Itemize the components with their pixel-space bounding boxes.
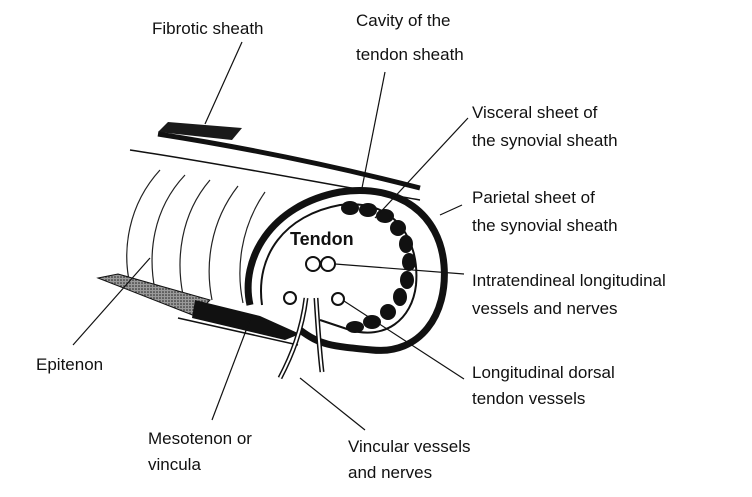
- tendon-label: Tendon: [290, 229, 354, 249]
- leader-lines: [72, 41, 469, 431]
- intratendineal-vessel-2: [320, 256, 336, 272]
- intratendineal-label-line1: Intratendineal longitudinal: [472, 271, 666, 290]
- vincula-strand-right-inner: [315, 297, 323, 373]
- epitenon-band: [96, 273, 211, 317]
- cavity-label-line2: tendon sheath: [356, 45, 464, 64]
- tendon-arcs: [126, 169, 266, 304]
- parietal-sheet: [244, 187, 448, 354]
- parietal-label-line1: Parietal sheet of: [472, 188, 595, 207]
- visceral-label-line1: Visceral sheet of: [472, 103, 598, 122]
- longitudinal-label-line2: tendon vessels: [472, 389, 586, 408]
- mesotenon-label-line2: vincula: [148, 455, 201, 474]
- visceral-sheet-beads: [341, 201, 416, 333]
- vincula-strand-left-inner: [279, 297, 307, 379]
- parietal-label-line2: the synovial sheath: [472, 216, 618, 235]
- visceral-label-line2: the synovial sheath: [472, 131, 618, 150]
- vincular-label-line2: and nerves: [348, 463, 433, 482]
- epitenon-label: Epitenon: [36, 355, 104, 374]
- mesotenon-edge: [177, 317, 299, 346]
- intratendineal-vessel-1: [305, 256, 321, 272]
- vincula-vessel-left: [283, 291, 297, 305]
- fibrotic-sheath-shape: [158, 122, 242, 140]
- cavity-label-line1: Cavity of the: [356, 11, 451, 30]
- dorsal-vessel: [331, 292, 345, 306]
- mesotenon-band: [192, 300, 300, 340]
- fibrotic-sheath-top: [157, 131, 421, 191]
- fibrotic-sheath-label: Fibrotic sheath: [152, 19, 264, 38]
- mesotenon-label-line1: Mesotenon or: [148, 429, 252, 448]
- intratendineal-label-line2: vessels and nerves: [472, 299, 618, 318]
- vincular-label-line1: Vincular vessels: [348, 437, 471, 456]
- longitudinal-label-line1: Longitudinal dorsal: [472, 363, 615, 382]
